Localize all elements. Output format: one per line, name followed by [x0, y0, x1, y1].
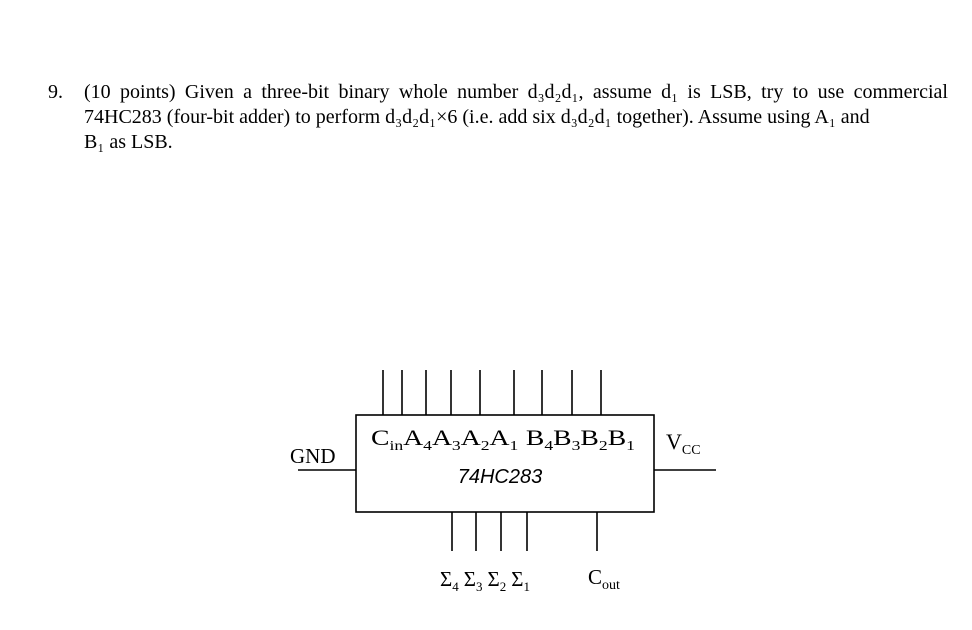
chip-name: 74HC283 [458, 466, 543, 488]
output-pins [451, 512, 598, 551]
question-text: (10 points) Given a three-bit binary who… [84, 80, 948, 155]
output-label-cout: Cout [588, 565, 620, 593]
input-label-a1-sub: 1 [510, 439, 519, 454]
output-label-cout-base: C [588, 565, 602, 589]
input-label-a1-base: A [490, 425, 510, 450]
question-line-1: (10 points) Given a three-bit binary who… [84, 81, 948, 103]
input-label-cin-base: C [371, 425, 389, 450]
input-label-b4-base: B [526, 425, 544, 450]
question-line-2: 74HC283 (four-bit adder) to perform d₃d₂… [84, 106, 870, 128]
gnd-label: GND [290, 444, 336, 468]
question-line-3: B₁ as LSB. [84, 131, 173, 153]
input-label-a3-sub: 3 [452, 439, 461, 454]
output-label-s2-base: Σ [487, 567, 499, 591]
output-label-s3-base: Σ [464, 567, 476, 591]
input-label-b4-sub: 4 [544, 439, 553, 454]
input-label-a2-sub: 2 [481, 439, 490, 454]
question-number: 9. [48, 81, 63, 103]
output-label-s1-sub: 1 [523, 579, 530, 594]
input-label-b2-base: B [580, 425, 598, 450]
input-pins [382, 370, 602, 415]
vcc-label-sub: CC [682, 443, 701, 458]
output-label-s3-sub: 3 [476, 579, 483, 594]
chip-body [355, 414, 655, 513]
vcc-label: VCC [666, 429, 701, 458]
input-label-cin-sub: in [389, 439, 403, 454]
input-label-a4-base: A [403, 425, 423, 450]
input-label-b3-sub: 3 [572, 439, 581, 454]
input-label-b3-base: B [553, 425, 571, 450]
output-label-cout-sub: out [602, 578, 620, 593]
output-label-s4-sub: 4 [452, 579, 459, 594]
output-label-s2-sub: 2 [500, 579, 507, 594]
input-label-b1-sub: 1 [626, 439, 635, 454]
input-label-b2-sub: 2 [599, 439, 608, 454]
input-label-a3-base: A [432, 425, 452, 450]
input-label-a4-sub: 4 [423, 439, 432, 454]
input-label-b1-base: B [608, 425, 626, 450]
output-label-s1-base: Σ [511, 567, 523, 591]
vcc-label-base: V [666, 429, 682, 454]
output-label-s4-base: Σ [440, 567, 452, 591]
input-label-a2-base: A [461, 425, 481, 450]
